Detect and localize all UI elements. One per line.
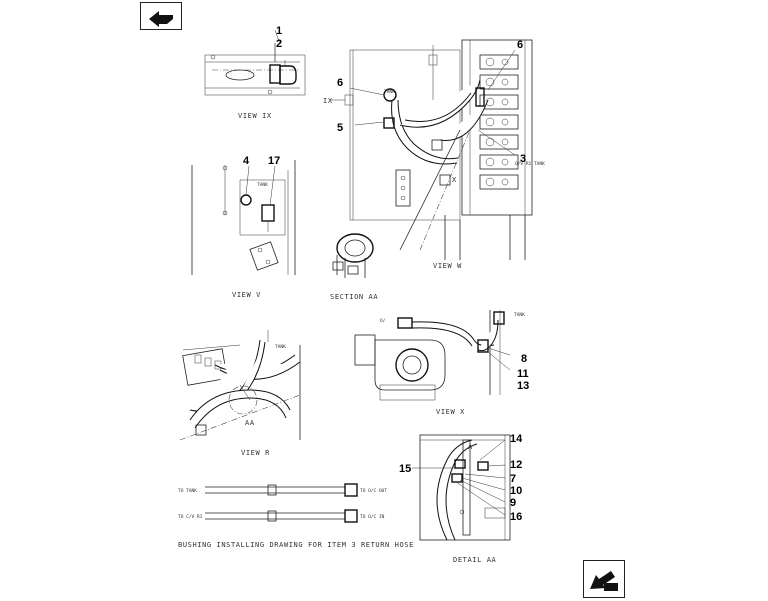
view-w-drawing: [274, 39, 533, 260]
view-r-caption: VIEW R: [241, 449, 270, 457]
bushing-to-cv-r1-label: TO C/V R1: [178, 514, 203, 520]
view-r-aa-marker: AA: [245, 419, 255, 427]
view-x-ov-label: O/: [380, 318, 386, 324]
prev-page-button[interactable]: [140, 2, 182, 30]
view-x-drawing: [354, 310, 511, 401]
view-w-ovr-tank-label: O/V R1 TANK: [515, 161, 545, 167]
callout-6-left: 6: [337, 77, 343, 89]
view-w-caption: VIEW W: [433, 262, 462, 270]
callout-11: 11: [517, 368, 529, 380]
callout-13: 13: [517, 380, 529, 392]
bushing-to-oc-in-label: TO O/C IN: [360, 514, 385, 520]
callout-3: 3: [520, 153, 526, 165]
view-w-tank-label: TANK: [384, 89, 395, 95]
callout-2: 2: [276, 38, 282, 50]
detail-aa-caption: DETAIL AA: [453, 556, 497, 564]
view-x-caption: VIEW X: [436, 408, 465, 416]
view-ix-drawing: [204, 29, 306, 96]
detail-aa-a-marker: A: [468, 443, 473, 451]
bushing-to-oc-out-label: TO O/C OUT: [360, 488, 387, 494]
detail-aa-drawing: [412, 434, 511, 541]
next-page-button[interactable]: [583, 560, 625, 598]
view-x-marker: X: [452, 176, 457, 184]
view-x-tank-label: TANK: [514, 312, 525, 318]
callout-8: 8: [521, 353, 527, 365]
callout-16: 16: [510, 511, 522, 523]
bushing-drawing: [205, 483, 358, 523]
callout-14: 14: [510, 433, 523, 445]
arrow-left-icon: [149, 11, 173, 27]
view-v-tank-label: TANK: [257, 182, 268, 188]
bushing-to-tank-label: TO TANK: [178, 488, 197, 494]
view-r-tank-label: TANK: [275, 344, 286, 350]
callout-4: 4: [243, 155, 250, 167]
section-aa-drawing: [332, 233, 374, 278]
callout-12: 12: [510, 459, 522, 471]
callout-15: 15: [399, 463, 411, 475]
callout-6-top: 6: [517, 39, 523, 51]
section-aa-caption: SECTION AA: [330, 293, 378, 301]
bushing-title: BUSHING INSTALLING DRAWING FOR ITEM 3 RE…: [178, 541, 414, 549]
callout-7: 7: [510, 473, 516, 485]
callout-1: 1: [276, 25, 282, 37]
arrow-down-left-icon: [590, 571, 618, 591]
view-ix-marker: IX: [323, 97, 333, 105]
view-ix-caption: VIEW IX: [238, 112, 272, 120]
view-r-drawing: [179, 330, 301, 441]
view-v-caption: VIEW V: [232, 291, 261, 299]
view-v-drawing: [191, 160, 296, 275]
callout-17: 17: [268, 155, 280, 167]
callout-9: 9: [510, 497, 516, 509]
callout-10: 10: [510, 485, 522, 497]
callout-5: 5: [337, 122, 343, 134]
